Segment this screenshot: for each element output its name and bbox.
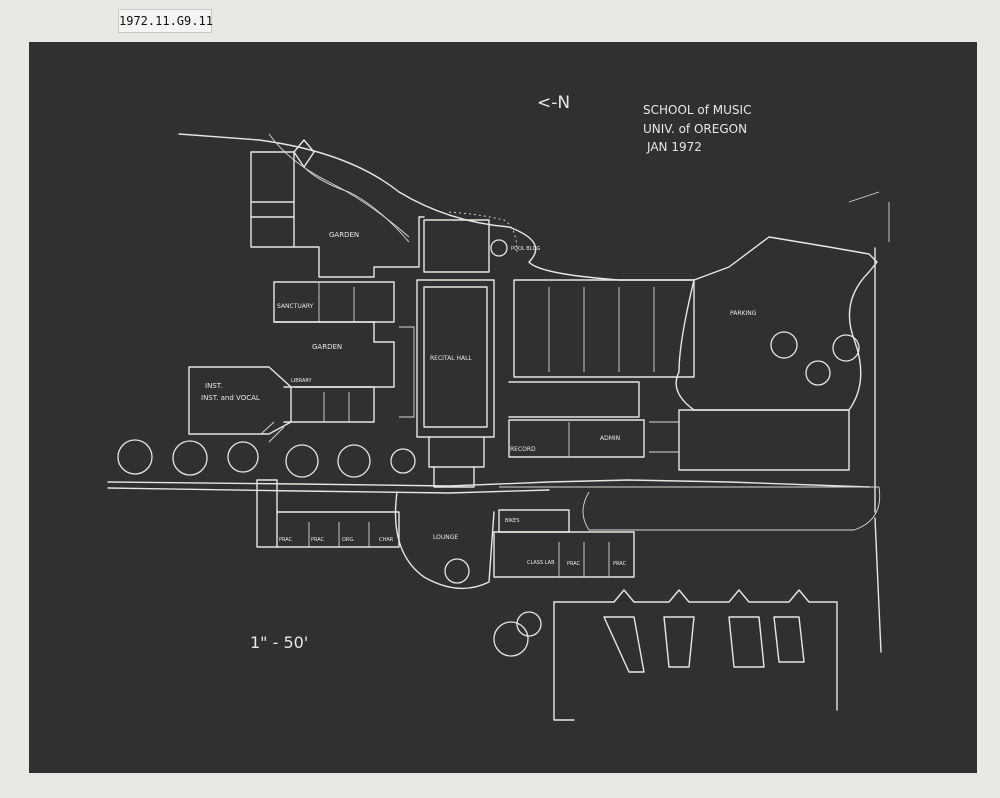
label-admin: ADMIN bbox=[600, 435, 620, 442]
label-garden-mid: GARDEN bbox=[312, 343, 342, 351]
label-sanctuary: SANCTUARY bbox=[277, 303, 314, 310]
label-char: CHAR bbox=[379, 537, 394, 543]
label-class-lab: CLASS LAB bbox=[527, 560, 555, 566]
tree-icon bbox=[516, 611, 542, 637]
parking-lot: PARKING bbox=[675, 261, 878, 411]
lounge-court: LOUNGE bbox=[394, 491, 495, 590]
north-wing: GARDEN bbox=[250, 139, 425, 278]
label-bikes: BIKES bbox=[505, 518, 520, 524]
tree-icon bbox=[172, 440, 208, 476]
label-pool-bldg: POOL BLDG bbox=[511, 246, 540, 252]
site-ground-lines bbox=[107, 133, 890, 653]
tree-row-west bbox=[117, 439, 416, 478]
east-wing: RECORD ADMIN bbox=[508, 279, 850, 471]
inst-vocal-building: INST. INST. and VOCAL bbox=[188, 366, 292, 443]
tree-icon bbox=[490, 239, 508, 257]
north-arrow: <-N bbox=[537, 93, 570, 113]
site-plan-drawing: <-N SCHOOL of MUSIC UNIV. of OREGON JAN … bbox=[107, 93, 890, 721]
label-garden-north: GARDEN bbox=[329, 231, 359, 239]
label-prac-2: PRAC bbox=[311, 537, 325, 543]
label-inst-vocal-1: INST. bbox=[205, 382, 222, 390]
tree-icon bbox=[285, 444, 319, 478]
label-prac-4: PRAC bbox=[613, 561, 627, 567]
catalog-number-tag: 1972.11.G9.11 bbox=[118, 9, 213, 33]
label-record: RECORD bbox=[510, 446, 536, 453]
tree-icon bbox=[805, 360, 831, 386]
tree-icon bbox=[493, 621, 529, 657]
label-recital-hall: RECITAL HALL bbox=[430, 355, 472, 362]
tree-icon bbox=[832, 334, 860, 362]
title-line-3: JAN 1972 bbox=[646, 140, 702, 154]
class-lab-wing: BIKES CLASS LAB PRAC PRAC bbox=[493, 509, 635, 578]
label-prac-1: PRAC bbox=[279, 537, 293, 543]
scale-note: 1" - 50' bbox=[250, 633, 308, 652]
title-line-1: SCHOOL of MUSIC bbox=[643, 103, 751, 117]
label-parking: PARKING bbox=[730, 310, 757, 317]
label-org: ORG. bbox=[342, 537, 355, 543]
central-block: POOL BLDG RECITAL HALL bbox=[399, 211, 540, 488]
label-library: LIBRARY bbox=[291, 378, 313, 384]
west-wing: SANCTUARY GARDEN LIBRARY bbox=[273, 281, 395, 423]
label-lounge: LOUNGE bbox=[433, 534, 458, 541]
tree-icon bbox=[227, 441, 259, 473]
label-prac-3: PRAC bbox=[567, 561, 581, 567]
practice-room-wing: PRAC PRAC ORG. CHAR bbox=[256, 479, 400, 548]
label-inst-vocal: INST. and VOCAL bbox=[201, 394, 260, 402]
tree-icon bbox=[444, 558, 470, 584]
title-line-2: UNIV. of OREGON bbox=[643, 122, 747, 136]
site-plan-sheet: <-N SCHOOL of MUSIC UNIV. of OREGON JAN … bbox=[29, 42, 977, 773]
tree-icon bbox=[390, 448, 416, 474]
tree-icon bbox=[770, 331, 798, 359]
south-road bbox=[493, 486, 881, 721]
tree-icon bbox=[117, 439, 153, 475]
tree-icon bbox=[337, 444, 371, 478]
